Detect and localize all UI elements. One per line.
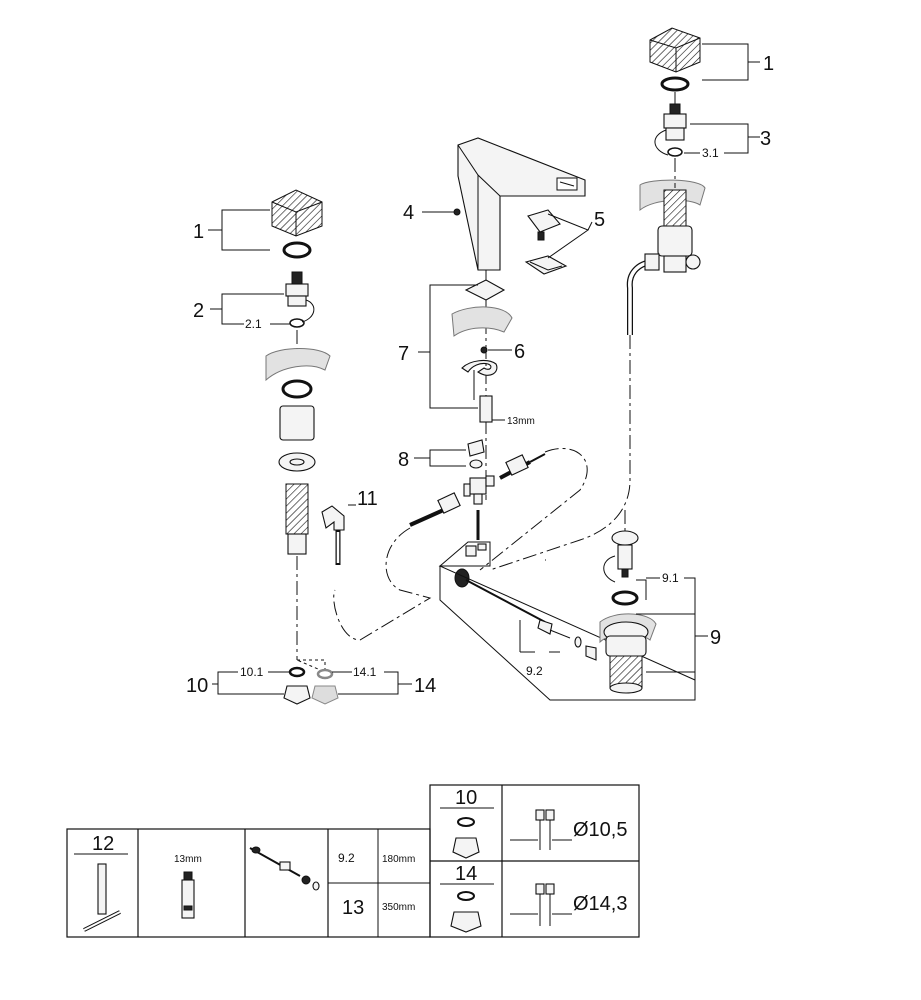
- callout-9-1: 9.1: [662, 571, 679, 585]
- tee-fitting-icon: [463, 475, 495, 505]
- mounting-bolt-icon: [479, 395, 493, 423]
- pop-up-plug-icon: [611, 530, 639, 578]
- callout-14-1: 14.1: [353, 665, 377, 679]
- pipe-diameter-10-icon: [510, 809, 572, 850]
- right-cube-handle-icon: [649, 27, 701, 73]
- drain-body-icon: [599, 613, 657, 694]
- callout-6: 6: [514, 341, 525, 363]
- table-oring-10-icon: [457, 817, 475, 827]
- table-row1-id: 9.2: [338, 851, 355, 865]
- table-diameter-10: Ø10,5: [573, 819, 627, 841]
- right-small-oring-icon: [667, 147, 683, 157]
- drain-body-box: [438, 541, 491, 567]
- lift-rod-spare-icon: [249, 846, 320, 891]
- table-row1-len: 180mm: [382, 854, 415, 865]
- nut-14-icon: [311, 685, 339, 705]
- spare-parts-table: 12 13mm 9.2 180mm 13 350mm 10: [66, 784, 640, 938]
- small-nut-icon: [480, 346, 488, 354]
- horseshoe-washer-icon: [461, 359, 498, 376]
- callout-1-left: 1: [193, 221, 204, 243]
- hot-supply-hose-icon: [409, 492, 461, 527]
- left-handle-assembly: 11 1 2 2.1: [193, 189, 378, 660]
- table-diameter-14: Ø14,3: [573, 893, 627, 915]
- hex-key-tool-icon: [83, 863, 121, 932]
- callout-14: 14: [414, 675, 436, 697]
- cold-supply-hose-icon: [499, 453, 546, 480]
- callout-13mm: 13mm: [507, 416, 535, 427]
- pipe-diameter-14-icon: [510, 883, 572, 926]
- right-seal-ring-icon: [660, 76, 690, 92]
- left-countertop-section-icon: [265, 348, 331, 382]
- countertop-section-icon: [451, 306, 513, 337]
- callout-9: 9: [710, 627, 721, 649]
- callout-5: 5: [594, 209, 605, 231]
- left-rotation-arrow-icon: [301, 299, 315, 323]
- lift-rod-mechanism-icon: [454, 510, 597, 661]
- left-small-oring-icon: [289, 318, 305, 328]
- display-parts-icon: [524, 209, 568, 275]
- callout-2-1: 2.1: [245, 317, 262, 331]
- callout-9-2: 9.2: [526, 664, 543, 678]
- right-connection-hose-icon: [626, 253, 660, 335]
- left-seal-ring-icon: [282, 241, 312, 259]
- callout-10-1: 10.1: [240, 665, 264, 679]
- callout-2: 2: [193, 300, 204, 322]
- mounting-plate-icon: [464, 279, 506, 301]
- callout-7: 7: [398, 343, 409, 365]
- elbow-connector-icon: [321, 505, 345, 565]
- table-cell-12: 12: [92, 833, 114, 855]
- table-row2-len: 350mm: [382, 902, 415, 913]
- spout-body-icon: [457, 137, 586, 271]
- nut-10-icon: [283, 685, 311, 705]
- right-handle-assembly: 1 3 3.1: [626, 27, 774, 335]
- left-cartridge-icon: [285, 271, 309, 307]
- callout-1-right: 1: [763, 53, 774, 75]
- right-rotation-arrow-icon: [654, 129, 669, 156]
- callout-3: 3: [760, 128, 771, 150]
- table-cell-10: 10: [455, 787, 477, 809]
- callout-10: 10: [186, 675, 208, 697]
- left-threaded-body-icon: [285, 483, 309, 535]
- oring-14-1-icon: [316, 668, 334, 680]
- right-valve-body-icon: [639, 179, 706, 273]
- callout-4: 4: [403, 202, 414, 224]
- supply-nuts: 10 10.1 14.1 14: [186, 659, 436, 705]
- drain-seal-icon: [611, 590, 639, 606]
- table-row2-id: 13: [342, 897, 364, 919]
- oring-10-1-icon: [288, 666, 306, 678]
- right-cartridge-icon: [663, 103, 687, 141]
- socket-tool-icon: [181, 871, 195, 919]
- table-cell-14: 14: [455, 863, 477, 885]
- left-cube-handle-icon: [271, 189, 323, 237]
- aerator-screw-icon: [453, 208, 461, 216]
- hex-nut-icon: [467, 439, 485, 457]
- left-sleeve-icon: [279, 405, 315, 441]
- table-oring-14-icon: [457, 891, 475, 901]
- table-nut-10-icon: [452, 837, 480, 859]
- spout-assembly: 4 5 7 6 13mm 8: [333, 137, 631, 641]
- callout-3-1: 3.1: [702, 146, 719, 160]
- callout-11: 11: [357, 488, 378, 510]
- washer-8-icon: [469, 459, 483, 469]
- left-flange-ring-icon: [281, 379, 313, 399]
- callout-8: 8: [398, 449, 409, 471]
- table-cell-13mm: 13mm: [174, 854, 202, 865]
- table-nut-14-icon: [450, 911, 482, 933]
- drain-assembly: 9.2 9.1 9: [438, 510, 721, 701]
